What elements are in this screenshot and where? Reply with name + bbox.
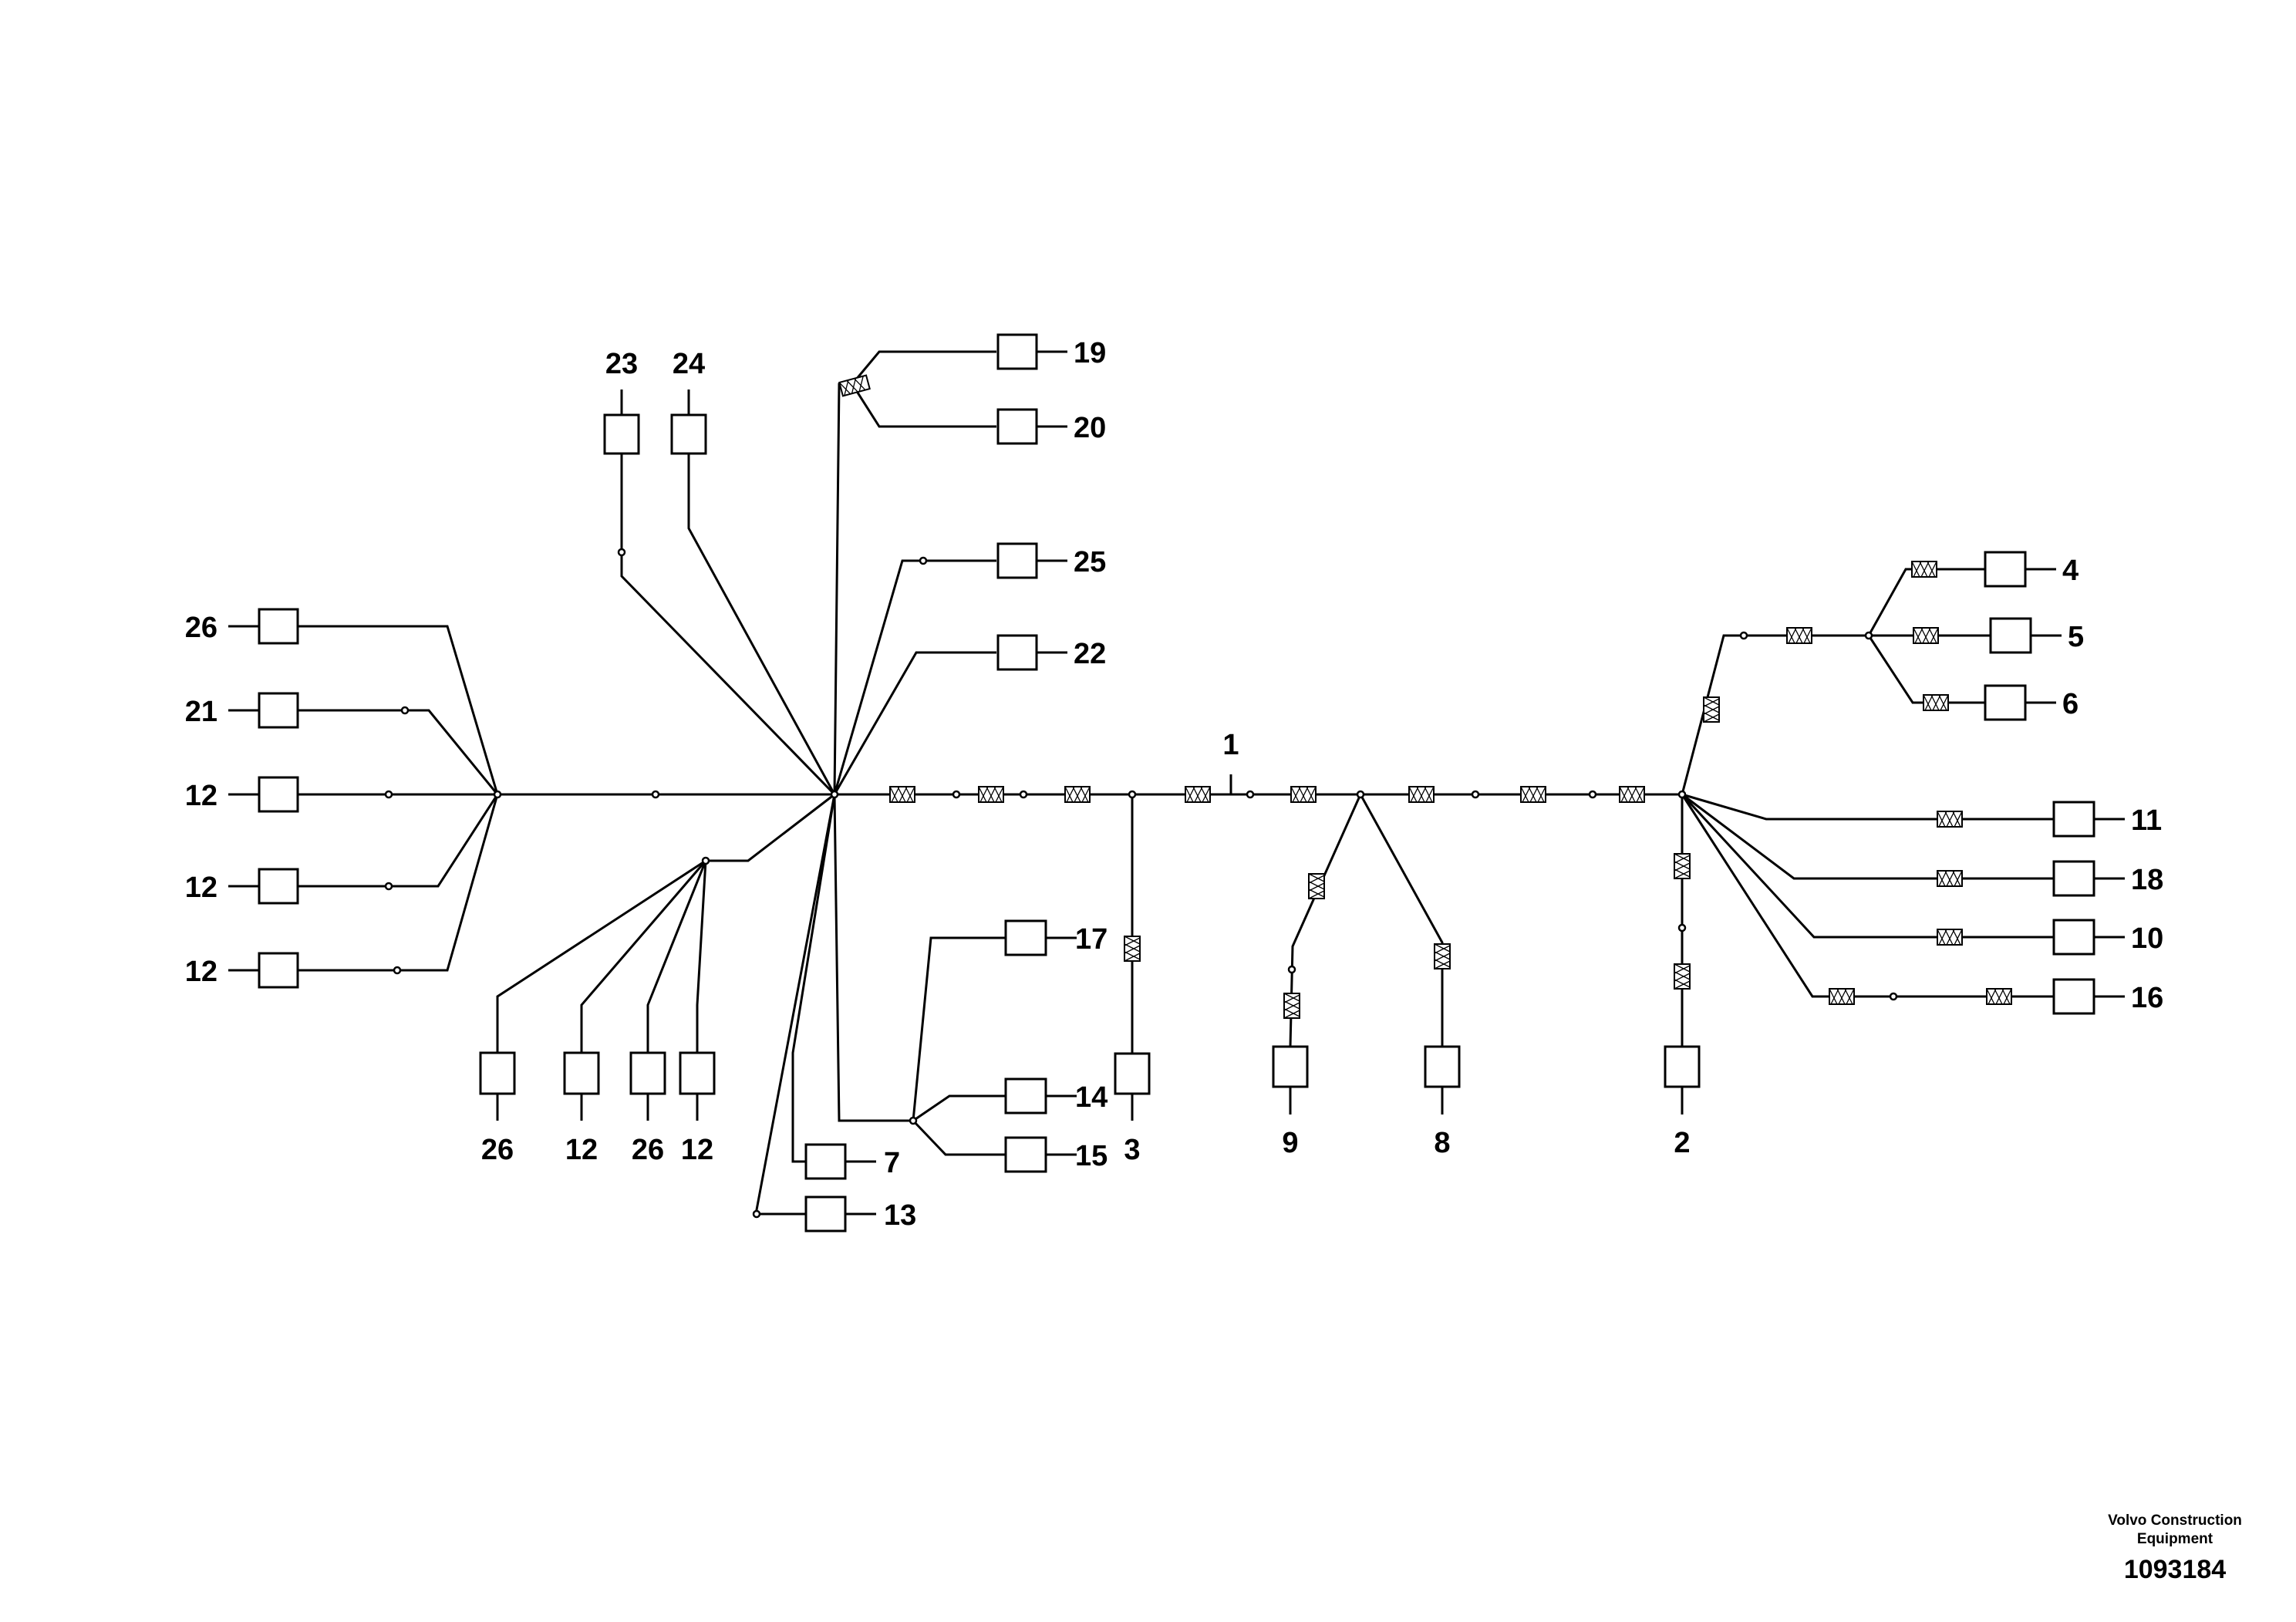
callout-17: 17: [1075, 923, 1108, 956]
callout-25: 25: [1074, 546, 1106, 578]
callout-4: 4: [2062, 555, 2079, 587]
right-hub-branches: [1681, 568, 2054, 1047]
protective-sleeves: [838, 374, 2012, 1019]
callout-26-left: 26: [185, 612, 217, 644]
callout-leaders: [228, 350, 2125, 1216]
callout-6: 6: [2062, 688, 2079, 720]
connector-22: [996, 634, 1038, 671]
connector-11: [2052, 801, 2095, 838]
callout-22: 22: [1074, 638, 1106, 670]
connector-12-left-c: [258, 952, 299, 989]
connector-19: [996, 333, 1038, 370]
connector-12-left-b: [258, 868, 299, 905]
callout-14: 14: [1075, 1081, 1108, 1114]
callout-12-bottom-a: 12: [565, 1134, 598, 1166]
connector-3: [1114, 1052, 1151, 1095]
connector-5: [1989, 617, 2032, 654]
callout-23: 23: [605, 348, 638, 380]
connector-12-bottom-b: [679, 1051, 716, 1095]
callout-15: 15: [1075, 1140, 1108, 1172]
callout-5: 5: [2068, 621, 2084, 653]
connector-10: [2052, 919, 2095, 956]
callout-20: 20: [1074, 412, 1106, 444]
callout-16: 16: [2131, 982, 2163, 1014]
connector-13: [804, 1195, 847, 1233]
callout-18: 18: [2131, 864, 2163, 896]
connector-7: [804, 1143, 847, 1180]
title-block: Volvo Construction Equipment 1093184: [2036, 1512, 2296, 1585]
callout-labels: 1 2 3 4 5 6 7 8 9 10 11 12 12 12 12 12 1…: [185, 337, 2164, 1232]
callout-3: 3: [1124, 1134, 1140, 1166]
connector-20: [996, 408, 1038, 445]
connector-14: [1004, 1077, 1047, 1114]
drawing-number: 1093184: [2123, 1555, 2227, 1584]
callout-21: 21: [185, 696, 217, 728]
splice-nodes: [384, 548, 1898, 1219]
connector-2: [1664, 1045, 1701, 1088]
connector-25: [996, 542, 1038, 579]
callout-11: 11: [2131, 804, 2162, 837]
connector-4: [1984, 551, 2027, 588]
callout-13: 13: [884, 1199, 916, 1232]
company-name-line2: Equipment: [2136, 1531, 2213, 1547]
callout-12-left-a: 12: [185, 780, 217, 812]
callout-8: 8: [1434, 1127, 1450, 1159]
connector-24: [670, 413, 707, 455]
connector-21: [258, 692, 299, 729]
connector-15: [1004, 1136, 1047, 1173]
connector-26-bottom-b: [629, 1051, 666, 1095]
callout-10: 10: [2131, 922, 2163, 955]
callout-26-bottom-a: 26: [481, 1134, 514, 1166]
connector-12-left-a: [258, 776, 299, 813]
callout-12-bottom-b: 12: [681, 1134, 713, 1166]
connectors: [258, 333, 2095, 1233]
connector-26-bottom-a: [479, 1051, 516, 1095]
callout-12-left-b: 12: [185, 872, 217, 904]
connector-23: [603, 413, 640, 455]
callout-7: 7: [884, 1147, 900, 1179]
callout-19: 19: [1074, 337, 1106, 369]
connector-16: [2052, 978, 2095, 1015]
callout-9: 9: [1282, 1127, 1298, 1159]
connector-8: [1424, 1045, 1461, 1088]
left-hub-branches: [276, 625, 499, 972]
callout-2: 2: [1674, 1127, 1690, 1159]
connector-9: [1272, 1045, 1309, 1088]
connector-12-bottom-a: [563, 1051, 600, 1095]
connector-6: [1984, 684, 2027, 721]
company-name-line1: Volvo Construction: [2108, 1512, 2242, 1529]
callout-12-left-c: 12: [185, 956, 217, 988]
callout-24: 24: [673, 348, 705, 380]
callout-1: 1: [1222, 729, 1239, 761]
connector-18: [2052, 860, 2095, 897]
connector-17: [1004, 919, 1047, 956]
connector-26-left: [258, 608, 299, 645]
callout-26-bottom-b: 26: [632, 1134, 664, 1166]
